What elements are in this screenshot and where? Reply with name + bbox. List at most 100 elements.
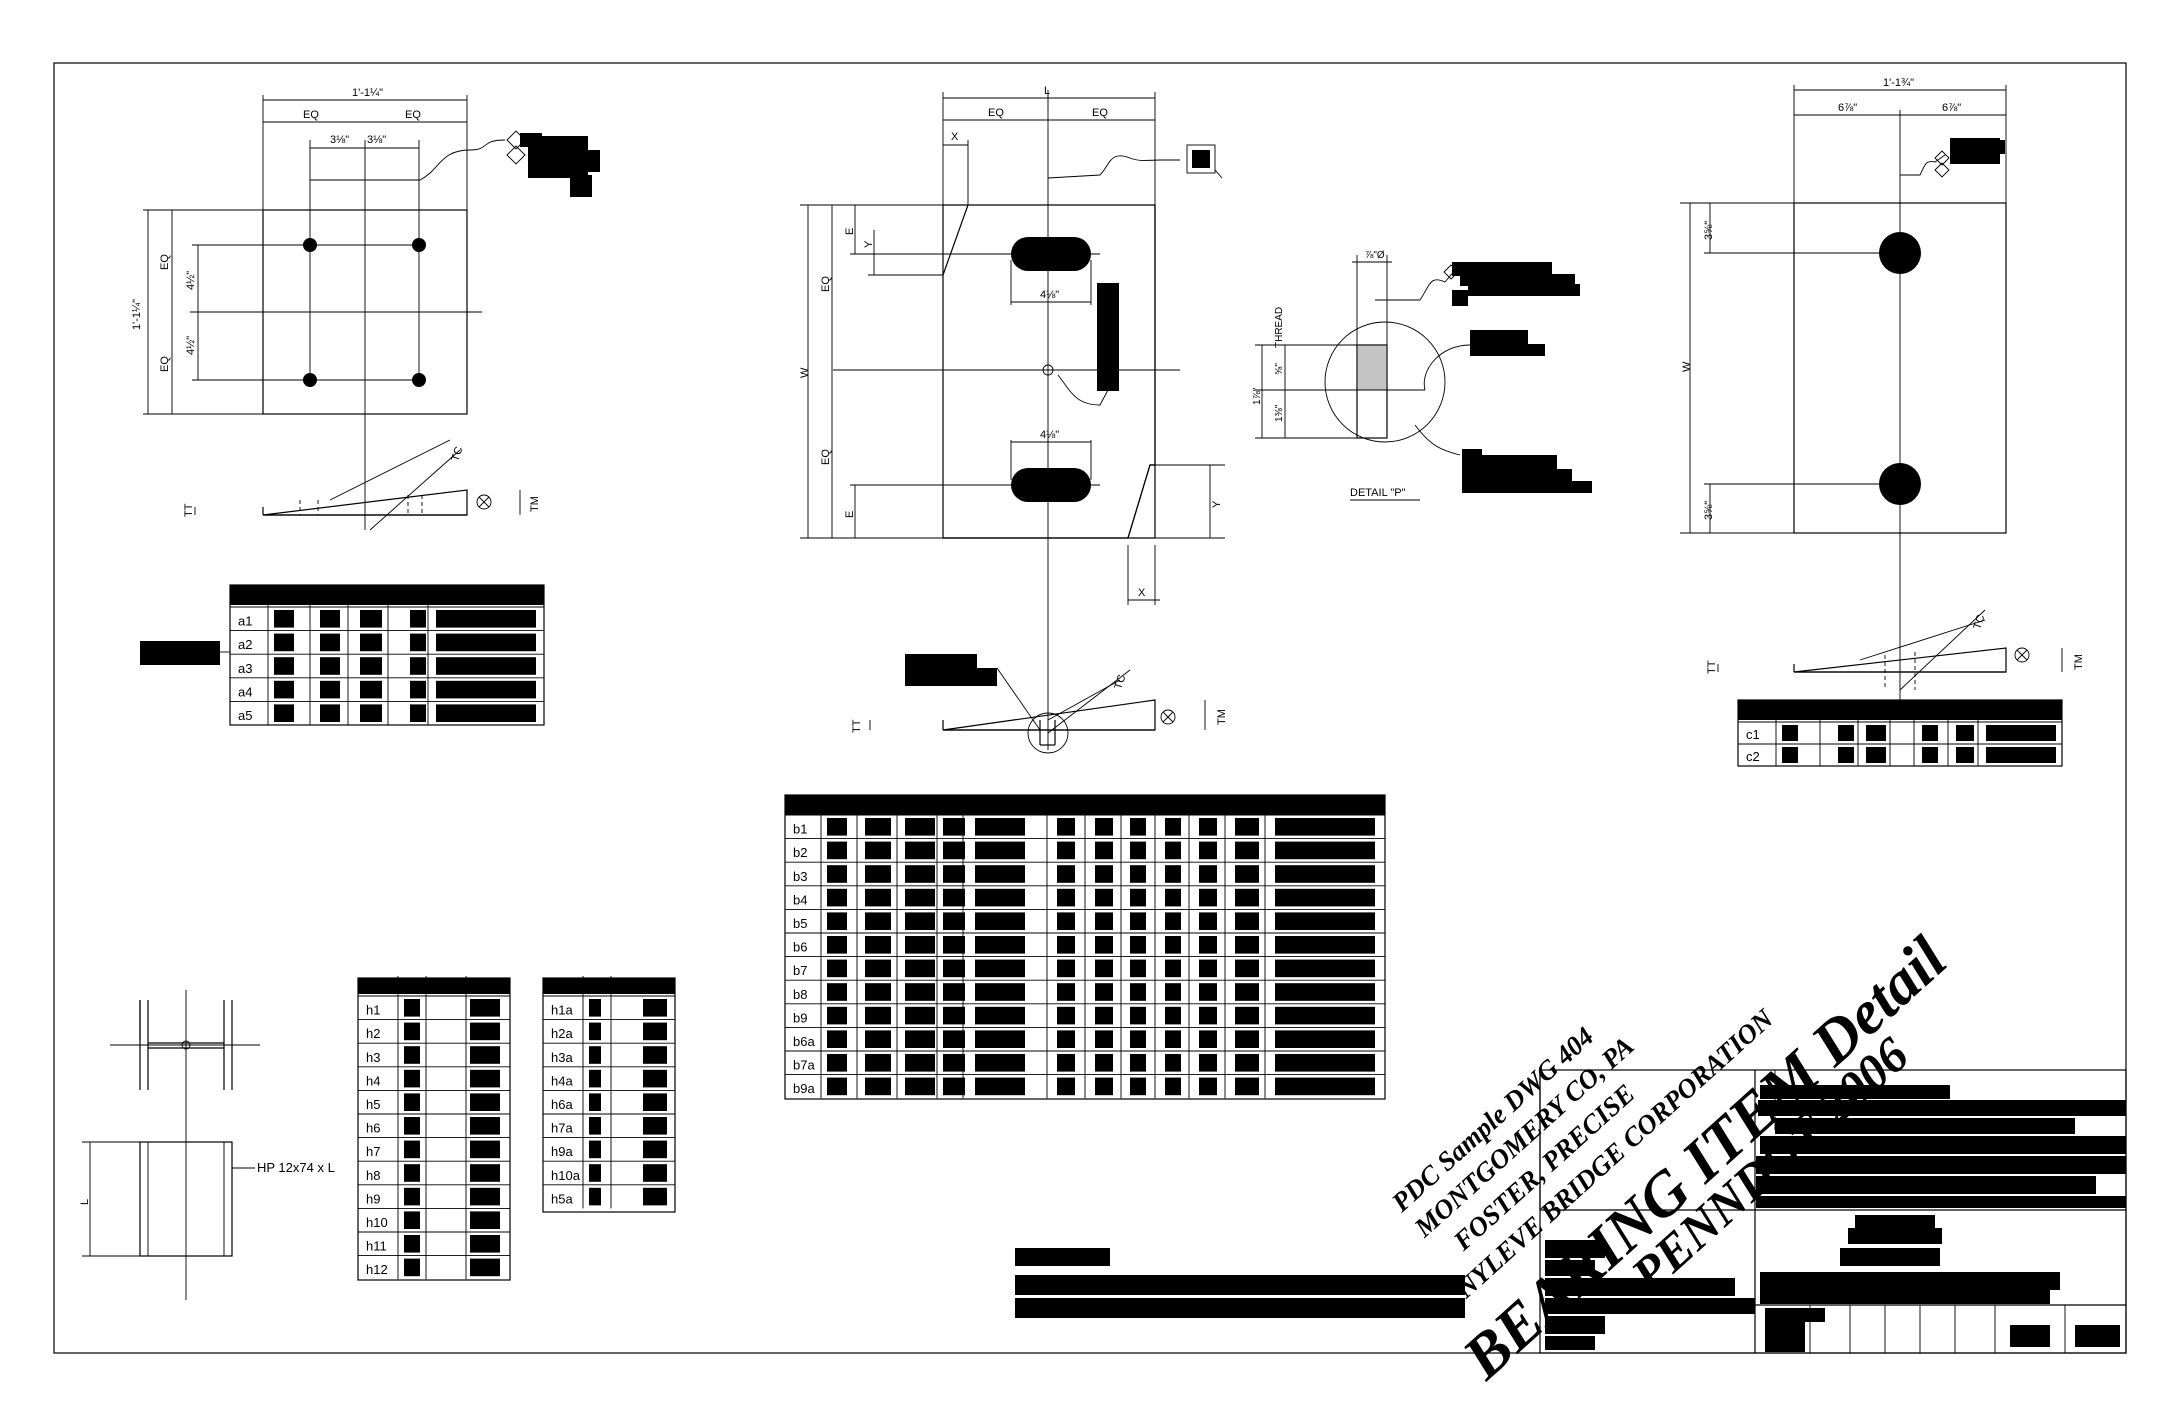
dim-c-edge: 3⅝": [1703, 221, 1715, 240]
redacted-cell: [589, 1046, 601, 1064]
table-row-label: h4a: [551, 1073, 573, 1088]
redacted-cell: [274, 610, 294, 628]
redacted-cell: [643, 1164, 667, 1182]
redacted-callout: [528, 136, 588, 178]
redacted-cell: [470, 1258, 500, 1277]
redacted-cell: [827, 818, 847, 836]
redacted-cell: [943, 959, 965, 978]
redacted-cell: [1838, 747, 1854, 763]
redacted-cell: [1199, 888, 1217, 907]
redacted-cell: [643, 1117, 667, 1135]
redacted-cell: [589, 1069, 601, 1088]
redacted-cell: [1165, 818, 1181, 836]
redacted-cell: [1130, 1077, 1146, 1096]
table-row-label: b8: [793, 987, 807, 1002]
redacted-cell: [905, 818, 935, 836]
redacted-cell: [1199, 1006, 1217, 1025]
redacted-cell: [1095, 959, 1113, 978]
table-row-label: h12: [366, 1262, 388, 1277]
redacted-cell: [905, 959, 935, 978]
redacted-cell: [1235, 912, 1259, 930]
redacted-cell: [1130, 983, 1146, 1001]
redacted-cell: [975, 959, 1025, 978]
redacted-cell: [1057, 936, 1075, 954]
redacted-cell: [404, 1022, 420, 1041]
table-row-label: h6a: [551, 1097, 573, 1112]
redacted-cell: [905, 912, 935, 930]
redacted-cell: [274, 657, 294, 675]
redacted-cell: [470, 999, 500, 1017]
redacted-cell: [1165, 912, 1181, 930]
redacted-cell: [360, 704, 382, 722]
redacted-cell: [865, 1030, 891, 1048]
redacted-cell: [975, 1054, 1025, 1072]
dim-dia: ⅞"Ø: [1365, 250, 1385, 261]
redacted-cell: [905, 1077, 935, 1096]
redacted-cell: [943, 936, 965, 954]
redacted-cell: [943, 1054, 965, 1072]
h-pile-detail: HP 12x74 x L L: [79, 990, 335, 1300]
redacted-cell: [410, 680, 426, 699]
dim-p-a: ⅝": [1274, 363, 1285, 375]
redacted-cell: [1838, 725, 1854, 741]
redacted-cell: [1986, 747, 2056, 763]
table-row-label: h9: [366, 1191, 380, 1206]
redacted-cell: [404, 1117, 420, 1135]
redacted-cell: [410, 610, 426, 628]
redacted-cell: [1275, 865, 1375, 883]
table-row-label: b7a: [793, 1058, 815, 1073]
table-row-label: h8: [366, 1168, 380, 1183]
dim-E: E: [844, 511, 856, 518]
redacted-cell: [1199, 1077, 1217, 1096]
redacted-cell: [1130, 936, 1146, 954]
bolt-hole: [1879, 232, 1921, 274]
redacted-cell: [589, 1140, 601, 1159]
redacted-cell: [360, 657, 382, 675]
table-row-label: a3: [238, 661, 252, 676]
redacted-cell: [905, 888, 935, 907]
redacted-cell: [1095, 983, 1113, 1001]
table-row-label: a1: [238, 614, 252, 629]
dim-a-half-v: 4½": [185, 336, 197, 355]
redacted-cell: [1165, 865, 1181, 883]
redacted-cell: [1130, 1006, 1146, 1025]
dim-tc: TC: [1112, 673, 1128, 691]
redacted-cell: [865, 888, 891, 907]
center-mark-icon: [2014, 647, 2030, 663]
redacted-cell: [1095, 1054, 1113, 1072]
dim-L: L: [1044, 85, 1050, 97]
redacted-cell: [1130, 888, 1146, 907]
redacted-cell: [404, 1211, 420, 1229]
redacted-cell: [1235, 936, 1259, 954]
table-row-label: h3a: [551, 1050, 573, 1065]
redacted-cell: [905, 1030, 935, 1048]
redacted-cell: [1165, 936, 1181, 954]
redacted-cell: [589, 1187, 601, 1206]
redacted-cell: [975, 865, 1025, 883]
redacted-cell: [1130, 1030, 1146, 1048]
redacted-note: [1015, 1248, 1110, 1266]
redacted-cell: [470, 1117, 500, 1135]
dim-slot: 4⅛": [1040, 289, 1059, 301]
table-row-label: b3: [793, 869, 807, 884]
dim-tc: TC: [1971, 613, 1987, 631]
redacted-cell: [1956, 747, 1974, 763]
redacted-cell: [1275, 1077, 1375, 1096]
redacted-cell: [943, 1077, 965, 1096]
redacted-cell: [827, 959, 847, 978]
plate-a-detail: 1'-1¼" EQ EQ 3⅛" 3⅛" 1'-1¼" EQ EQ 4½" 4½…: [131, 87, 600, 531]
redacted-cell: [643, 999, 667, 1017]
redacted-cell: [1199, 936, 1217, 954]
redacted-cell: [827, 912, 847, 930]
table-row-label: h7a: [551, 1121, 573, 1136]
redacted-cell: [1130, 841, 1146, 860]
table-row-label: b5: [793, 916, 807, 931]
redacted-cell: [643, 1140, 667, 1159]
dim-X: X: [951, 131, 959, 143]
table-row-label: c1: [1746, 727, 1760, 742]
redacted-cell: [1095, 1030, 1113, 1048]
redacted-cell: [404, 1235, 420, 1253]
redacted-cell: [1165, 841, 1181, 860]
redacted-cell: [404, 1187, 420, 1206]
bolt-hole: [412, 373, 426, 387]
